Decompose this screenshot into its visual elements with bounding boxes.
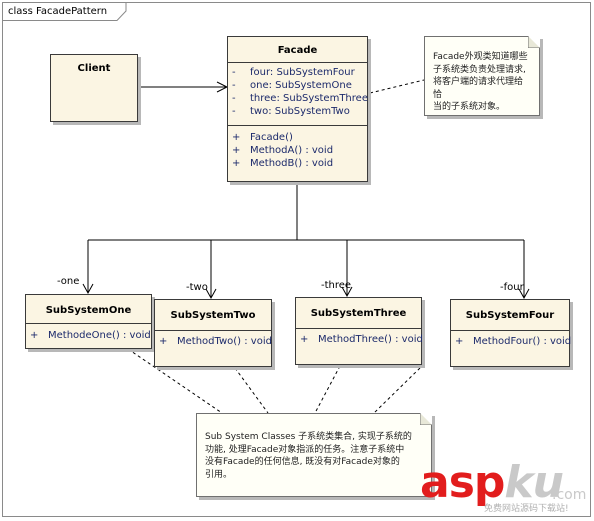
note-anchor-four (373, 367, 421, 414)
subsystem-four-operation: +MethodFour() : void (455, 336, 572, 347)
facade-note-line: 将客户端的请求代理给恰 (433, 77, 524, 100)
role-label-one: -one (57, 276, 80, 287)
diagram-title: class FacadePattern (8, 6, 108, 17)
facade-attribute: -one: SubSystemOne (232, 80, 352, 91)
subsystem-four-class[interactable]: SubSystemFour +MethodFour() : void (450, 299, 572, 367)
facade-class-name: Facade (277, 45, 318, 56)
role-label-three: -three (321, 280, 352, 291)
watermark-domain: .com (552, 487, 587, 503)
facade-note-line: Facade外观类知道哪些 (433, 52, 528, 62)
facade-class[interactable]: Facade -four: SubSystemFour -one: SubSys… (227, 36, 368, 182)
note-anchor-two (234, 367, 269, 414)
subsystem-three-class[interactable]: SubSystemThree +MethodThree() : void (295, 297, 423, 365)
arrowhead-one (82, 283, 94, 295)
facade-operation: +MethodB() : void (232, 158, 334, 169)
subsystem-note-line: Sub System Classes 子系统类集合, 实现子系统的 (205, 432, 412, 442)
subsystem-four-name: SubSystemFour (465, 310, 555, 321)
role-label-four: -four (500, 282, 524, 293)
facade-attribute: -two: SubSystemTwo (232, 106, 350, 117)
facade-operation: +Facade() (232, 132, 293, 143)
client-class-name: Client (77, 63, 111, 74)
arrowhead-four (518, 288, 530, 300)
subsystem-one-class[interactable]: SubSystemOne +MethodeOne() : void (25, 294, 152, 349)
facade-note[interactable]: Facade外观类知道哪些 子系统类负责处理请求, 将客户端的请求代理给恰 当的… (424, 36, 540, 116)
subsystem-note-line: 功能, 处理Facade对象指派的任务。注意子系统中 (205, 444, 405, 455)
watermark-logo: aspku .com 免费网站源码下载站! (420, 457, 592, 519)
arrowhead-two (205, 288, 217, 300)
note-anchor-one (127, 348, 223, 414)
subsystem-note[interactable]: Sub System Classes 子系统类集合, 实现子系统的 功能, 处理… (196, 413, 432, 497)
subsystem-two-class[interactable]: SubSystemTwo +MethodTwo() : void (154, 299, 272, 367)
client-class[interactable]: Client (50, 54, 138, 122)
arrowhead-three (341, 286, 353, 298)
subsystem-note-line: 引用。 (205, 469, 233, 480)
subsystem-two-operation: +MethodTwo() : void (159, 336, 272, 347)
subsystem-one-operation: +MethodeOne() : void (30, 330, 151, 341)
subsystem-note-line: 没有Facade的任何信息, 既没有对Facade对象的 (205, 457, 400, 467)
subsystem-two-name: SubSystemTwo (170, 310, 256, 321)
subsystem-one-name: SubSystemOne (45, 305, 132, 316)
watermark-ku: ku (504, 457, 564, 508)
facade-note-anchor (369, 79, 425, 94)
facade-attribute: -three: SubSystemThree (232, 93, 368, 104)
facade-note-line: 子系统类负责处理请求, (433, 64, 526, 75)
subsystem-three-operation: +MethodThree() : void (300, 334, 423, 345)
facade-note-line: 当的子系统对象。 (433, 102, 506, 112)
role-label-two: -two (186, 282, 208, 293)
subsystem-three-name: SubSystemThree (310, 308, 407, 319)
watermark-tagline: 免费网站源码下载站! (484, 504, 569, 514)
facade-operation: +MethodA() : void (232, 145, 334, 156)
facade-attribute: -four: SubSystemFour (232, 67, 355, 78)
watermark-asp: asp (420, 457, 505, 508)
note-anchor-three (314, 365, 341, 414)
